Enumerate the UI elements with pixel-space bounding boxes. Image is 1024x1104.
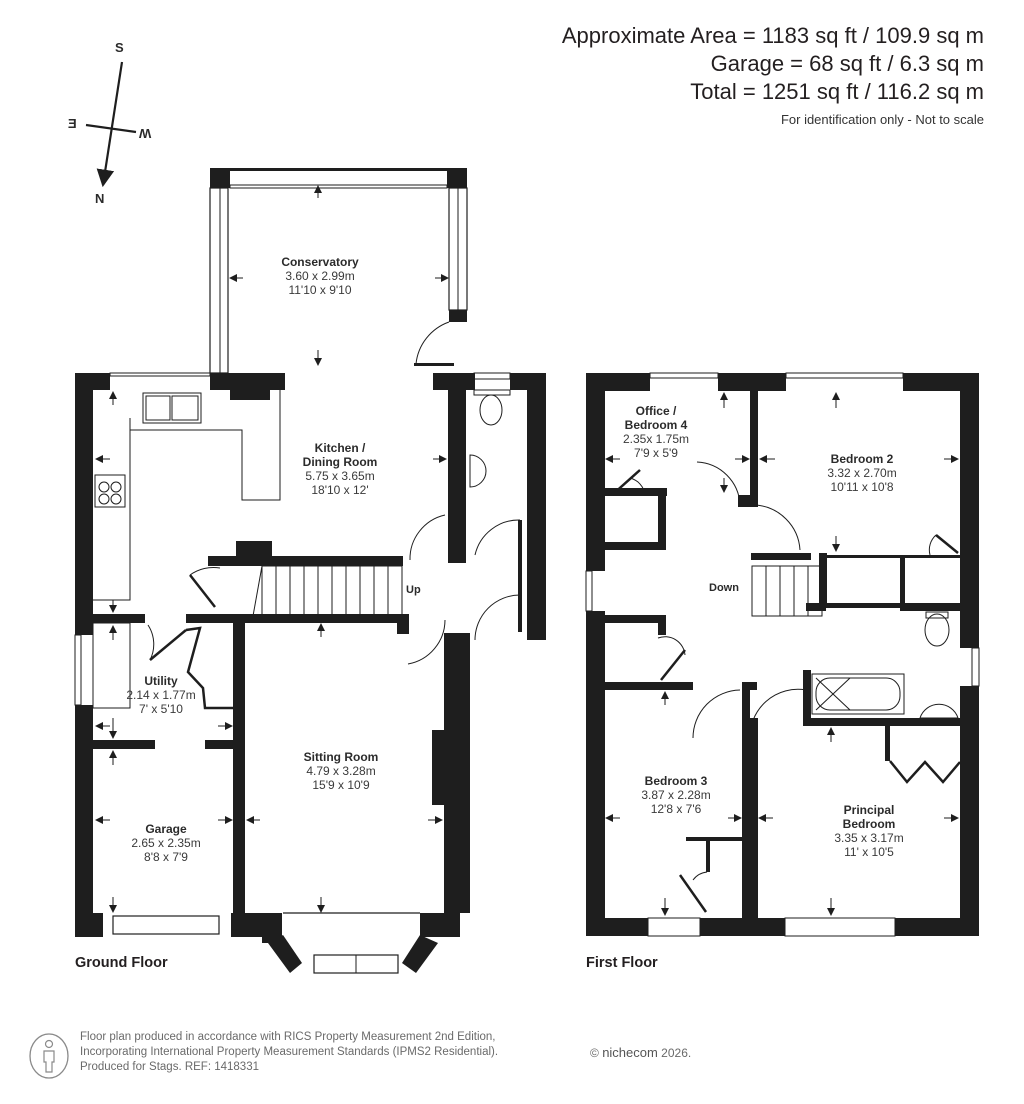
footer-text: Floor plan produced in accordance with R… [80, 1030, 498, 1075]
first-floor-plan [585, 372, 980, 937]
compass-east: E [68, 116, 77, 131]
room-utility: Utility 2.14 x 1.77m 7' x 5'10 [126, 674, 196, 716]
copyright-year: 2026. [661, 1046, 692, 1060]
room-kitchen-dining: Kitchen / Dining Room 5.75 x 3.65m 18'10… [302, 441, 378, 497]
total-area: Total = 1251 sq ft / 116.2 sq m [690, 79, 984, 104]
room-principal-bedroom: Principal Bedroom 3.35 x 3.17m 11' x 10'… [834, 803, 904, 859]
stairs-up-label: Up [406, 584, 421, 596]
room-garage: Garage 2.65 x 2.35m 8'8 x 7'9 [131, 822, 201, 864]
person-icon [29, 1033, 69, 1079]
room-bedroom-2: Bedroom 2 3.32 x 2.70m 10'11 x 10'8 [827, 452, 897, 494]
compass-west: W [139, 126, 152, 141]
compass-north: N [95, 191, 105, 206]
garage-area: Garage = 68 sq ft / 6.3 sq m [710, 51, 984, 76]
ground-floor-label: Ground Floor [75, 955, 168, 971]
first-floor-label: First Floor [586, 955, 658, 971]
dimension-arrows-first [605, 392, 959, 916]
brand-name: nichecom [602, 1045, 658, 1060]
room-office-bedroom-4: Office / Bedroom 4 2.35x 1.75m 7'9 x 5'9 [622, 404, 690, 460]
compass-icon [85, 61, 137, 188]
footer-line-3: Produced for Stags. REF: 1418331 [80, 1061, 259, 1073]
approximate-area: Approximate Area = 1183 sq ft / 109.9 sq… [561, 23, 984, 48]
dimension-arrows-ground [95, 185, 449, 913]
disclaimer: For identification only - Not to scale [780, 112, 984, 127]
compass-south: S [115, 40, 124, 55]
stairs-down-label: Down [709, 582, 739, 594]
copyright: © nichecom 2026. [590, 1045, 691, 1060]
area-summary: Approximate Area = 1183 sq ft / 109.9 sq… [562, 22, 984, 127]
copyright-symbol: © [590, 1046, 599, 1060]
footer-line-1: Floor plan produced in accordance with R… [80, 1031, 496, 1043]
ground-floor-plan [74, 168, 546, 974]
room-conservatory: Conservatory 3.60 x 2.99m 11'10 x 9'10 [281, 255, 359, 297]
room-sitting-room: Sitting Room 4.79 x 3.28m 15'9 x 10'9 [303, 750, 379, 792]
first-floor-fixtures [629, 461, 959, 881]
footer-line-2: Incorporating International Property Mea… [80, 1046, 499, 1058]
room-bedroom-3: Bedroom 3 3.87 x 2.28m 12'8 x 7'6 [641, 774, 711, 816]
